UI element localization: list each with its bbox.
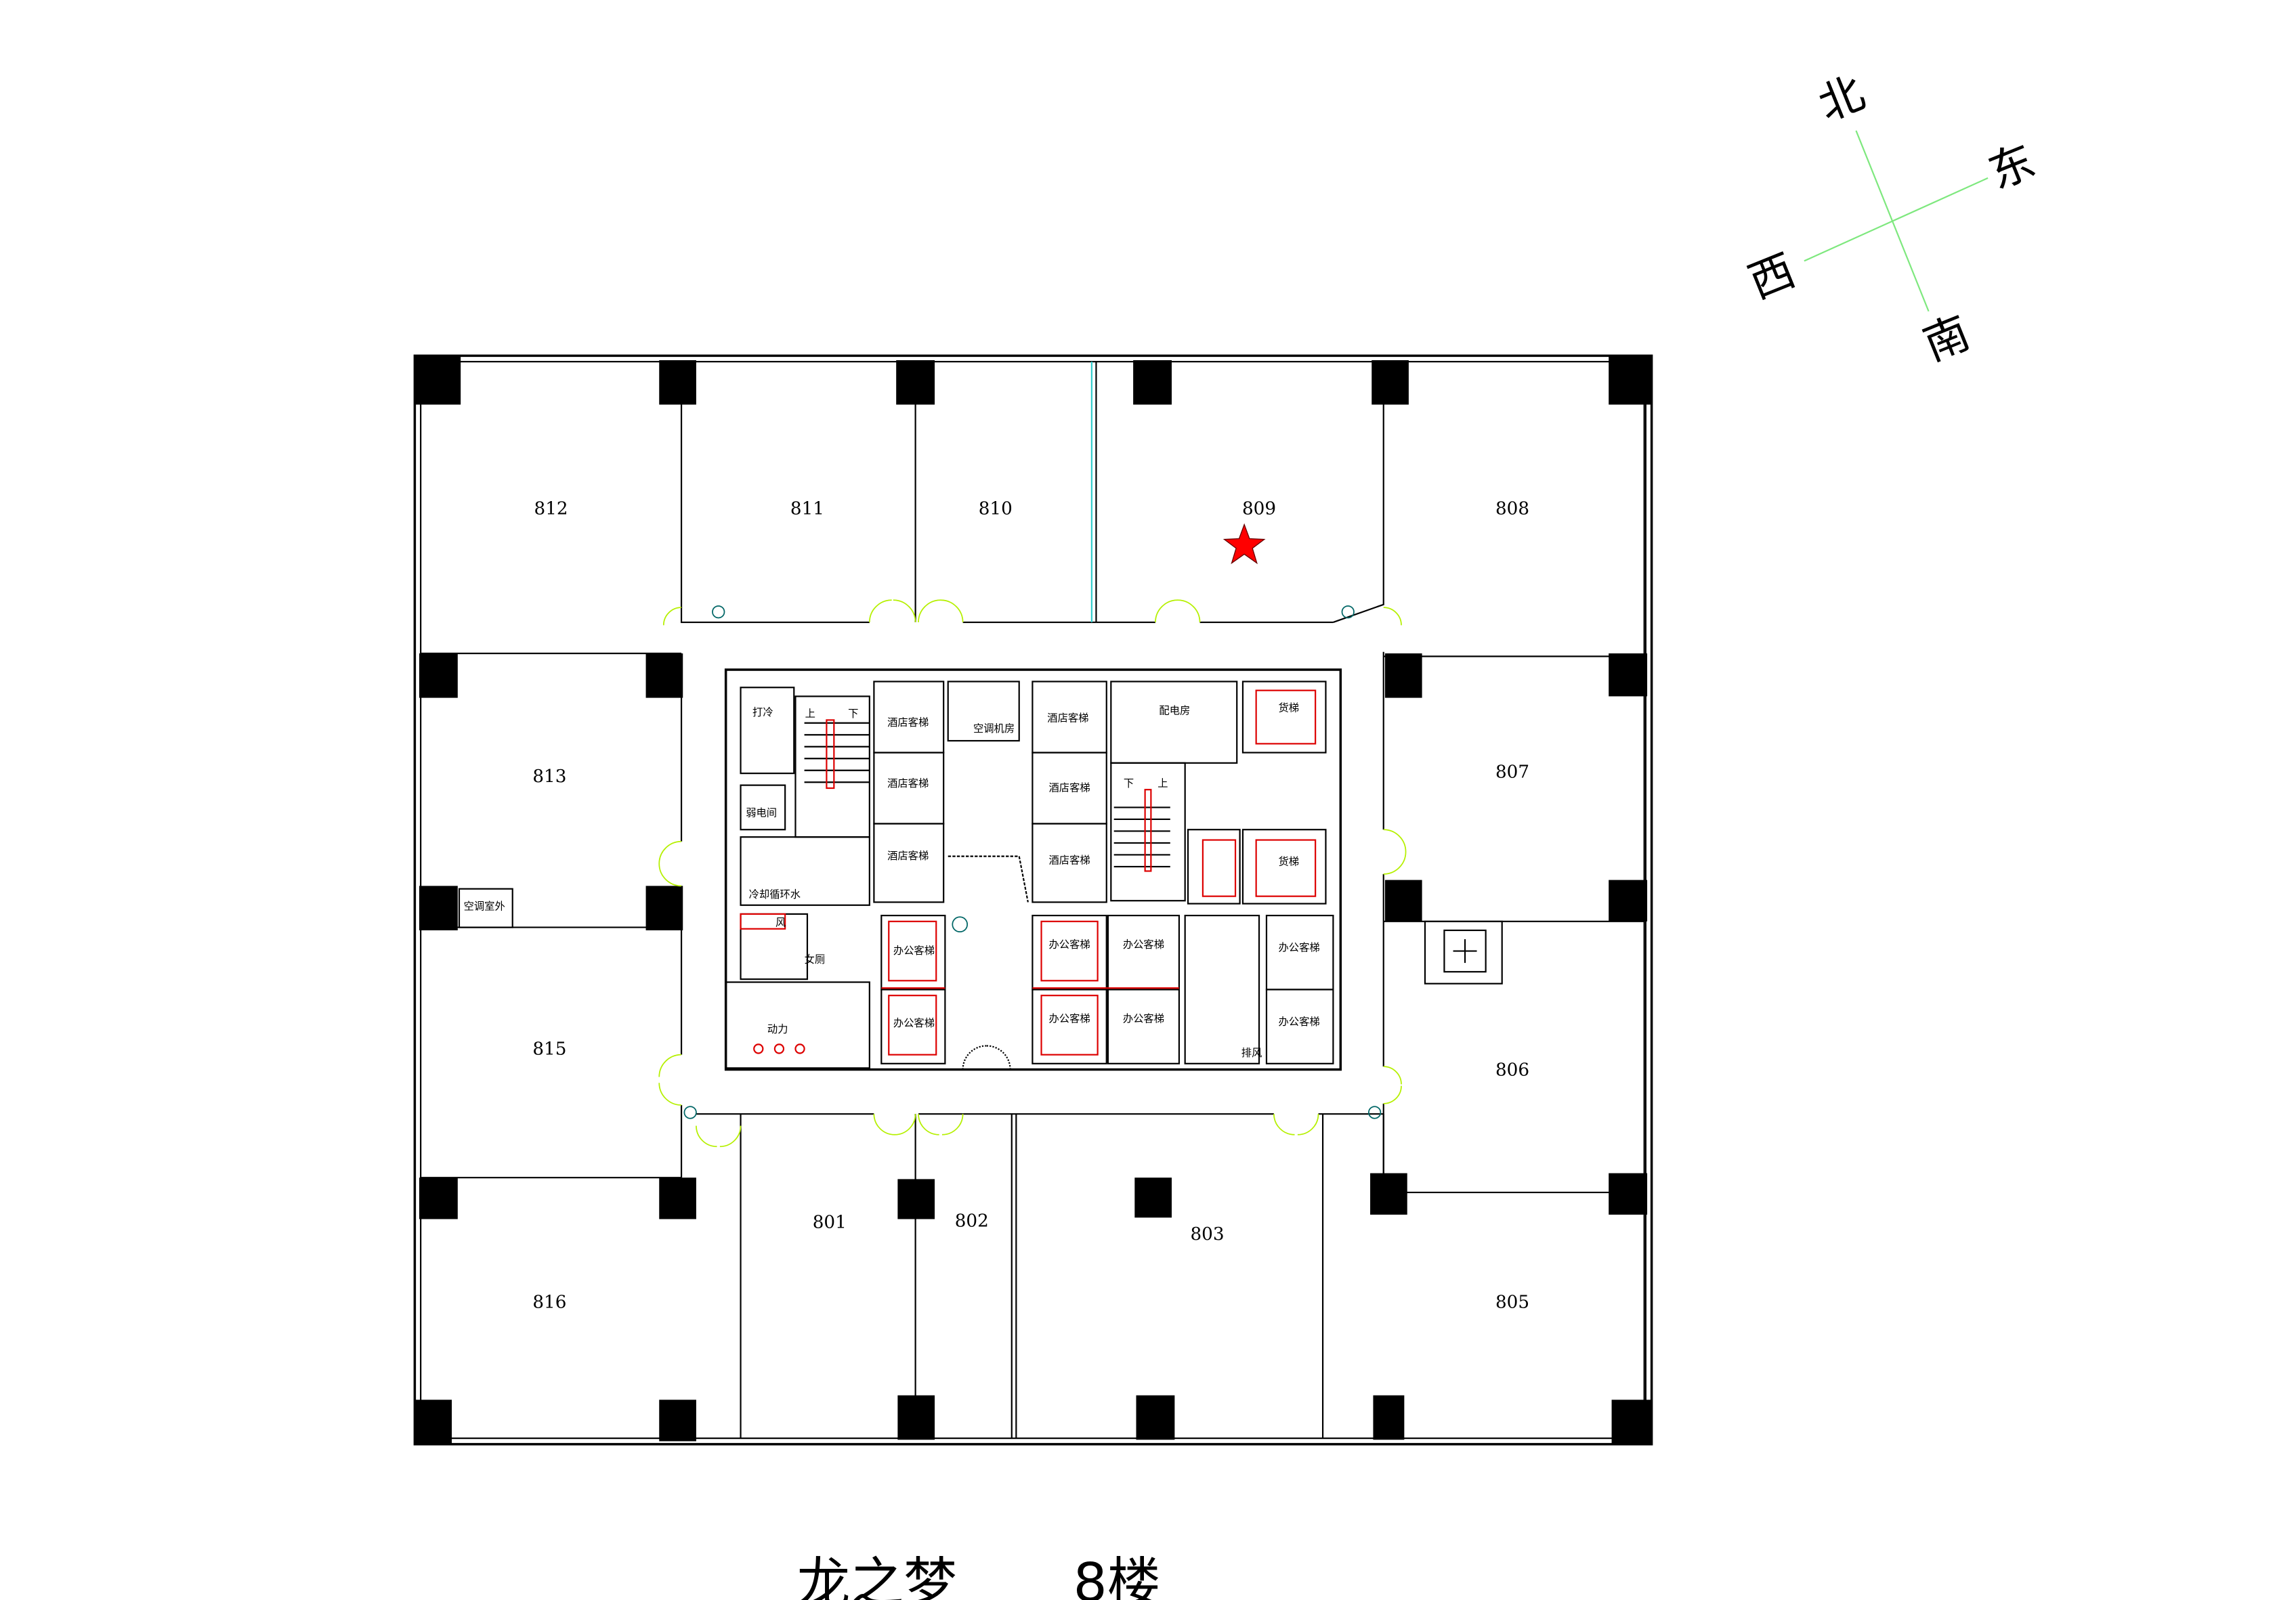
label-up: 上 bbox=[805, 708, 815, 720]
fire-hose-icon bbox=[1368, 1106, 1382, 1119]
label-office-lift: 办公客梯 bbox=[1278, 942, 1319, 954]
room-labels: 812 811 810 809 808 813 807 815 806 816 … bbox=[532, 498, 1529, 1312]
label-office-lift: 办公客梯 bbox=[1123, 938, 1164, 951]
building-name: 龙之梦 bbox=[797, 1552, 957, 1600]
service-core bbox=[724, 668, 1342, 1071]
room-809[interactable]: 809 bbox=[1242, 498, 1276, 519]
label-hotel-lift: 酒店客梯 bbox=[887, 777, 929, 790]
stair-left bbox=[804, 719, 870, 790]
label-dalen: 打冷 bbox=[752, 706, 773, 718]
label-hotel-lift: 酒店客梯 bbox=[887, 850, 929, 862]
room-810[interactable]: 810 bbox=[979, 498, 1013, 519]
label-office-lift: 办公客梯 bbox=[1123, 1013, 1164, 1025]
structural-columns bbox=[414, 355, 1652, 1444]
core-labels: 打冷 弱电间 冷却循环水 风 女厕 动力 上 下 下 上 酒店客梯 酒店客梯 酒… bbox=[464, 701, 1320, 1059]
label-office-lift: 办公客梯 bbox=[1278, 1016, 1319, 1028]
fire-hose-icon bbox=[683, 1106, 697, 1119]
label-down-right: 下 bbox=[1124, 777, 1134, 790]
fire-hose-icon bbox=[952, 916, 969, 933]
label-ruodian: 弱电间 bbox=[746, 807, 777, 819]
label-office-lift: 办公客梯 bbox=[1048, 938, 1090, 951]
label-hotel-lift: 酒店客梯 bbox=[1048, 855, 1090, 867]
label-paifeng: 排风 bbox=[1241, 1047, 1262, 1059]
label-dongli: 动力 bbox=[767, 1023, 788, 1035]
room-808[interactable]: 808 bbox=[1495, 498, 1529, 519]
label-kongtiao-shiwai: 空调室外 bbox=[464, 900, 505, 912]
label-office-lift: 办公客梯 bbox=[893, 945, 935, 957]
label-hotel-lift: 酒店客梯 bbox=[1047, 712, 1088, 725]
room-815[interactable]: 815 bbox=[532, 1039, 566, 1060]
room-813[interactable]: 813 bbox=[532, 766, 566, 787]
label-freight-lift: 货梯 bbox=[1278, 856, 1299, 868]
label-nvce: 女厕 bbox=[805, 953, 826, 966]
room-816[interactable]: 816 bbox=[532, 1293, 566, 1313]
room-807[interactable]: 807 bbox=[1495, 762, 1529, 783]
label-kongtiao-jifang: 空调机房 bbox=[973, 722, 1015, 735]
compass-ew-line bbox=[1804, 177, 1989, 262]
label-peidian: 配电房 bbox=[1159, 705, 1190, 717]
room-806[interactable]: 806 bbox=[1495, 1060, 1529, 1080]
fire-hose-icon bbox=[712, 605, 725, 619]
room-812[interactable]: 812 bbox=[534, 498, 568, 519]
room-walls bbox=[421, 362, 1644, 1439]
fire-hose-icon bbox=[1341, 605, 1355, 619]
room-811[interactable]: 811 bbox=[790, 498, 824, 519]
label-office-lift: 办公客梯 bbox=[893, 1017, 935, 1029]
label-hotel-lift: 酒店客梯 bbox=[887, 716, 929, 729]
stair-right bbox=[1113, 789, 1170, 872]
compass-west: 西 bbox=[1742, 244, 1802, 309]
room-803[interactable]: 803 bbox=[1190, 1224, 1224, 1245]
floor-label: 8楼 bbox=[1073, 1552, 1161, 1600]
label-down: 下 bbox=[848, 708, 858, 720]
compass-north: 北 bbox=[1811, 67, 1871, 131]
room-802[interactable]: 802 bbox=[955, 1211, 989, 1231]
doors bbox=[658, 599, 1407, 1148]
compass-east: 东 bbox=[1982, 135, 2042, 199]
label-feng: 风 bbox=[775, 916, 786, 928]
room-805[interactable]: 805 bbox=[1495, 1293, 1529, 1313]
star-icon bbox=[1223, 523, 1266, 565]
label-hotel-lift: 酒店客梯 bbox=[1048, 781, 1090, 794]
label-freight-lift: 货梯 bbox=[1278, 701, 1299, 714]
label-office-lift: 办公客梯 bbox=[1048, 1013, 1090, 1025]
label-lengque: 冷却循环水 bbox=[749, 888, 801, 901]
label-up-right: 上 bbox=[1157, 777, 1168, 790]
compass-south: 南 bbox=[1917, 307, 1977, 371]
room-801[interactable]: 801 bbox=[813, 1213, 847, 1233]
compass: 北 南 东 西 bbox=[1742, 67, 2043, 371]
